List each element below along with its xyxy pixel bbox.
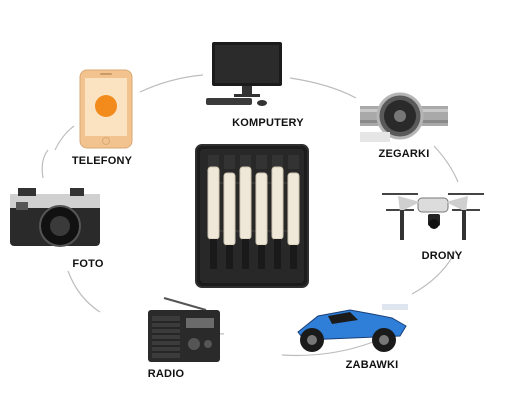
category-label-foto: FOTO [72,258,104,270]
screwdriver [239,155,252,269]
category-foto[interactable] [8,184,102,255]
category-komputery[interactable] [204,40,284,117]
screwdriver [207,155,220,269]
category-label-zabawki: ZABAWKI [345,359,399,371]
wristwatch-icon [360,92,448,142]
category-label-drony: DRONY [421,250,463,262]
drone-icon [382,193,484,240]
category-label-zegarki: ZEGARKI [378,148,430,160]
rc-car-icon [297,304,408,352]
screwdriver [271,155,284,269]
smartphone-icon [79,69,133,149]
screwdriver-set-icon [195,144,309,288]
category-drony[interactable] [378,180,488,251]
camera-icon [10,188,100,247]
desktop-computer-icon [206,42,282,106]
category-telefony[interactable] [76,68,138,155]
screwdriver [255,155,268,269]
category-zabawki[interactable] [288,298,412,361]
screwdriver [223,155,236,269]
category-zegarki[interactable] [360,92,448,147]
category-label-radio: RADIO [147,368,185,380]
category-label-komputery: KOMPUTERY [232,117,304,129]
radio-icon [148,297,220,362]
category-radio[interactable] [144,288,224,369]
screwdriver [287,155,300,269]
screwdriver-set-center [194,143,310,294]
category-label-telefony: TELEFONY [71,155,133,167]
